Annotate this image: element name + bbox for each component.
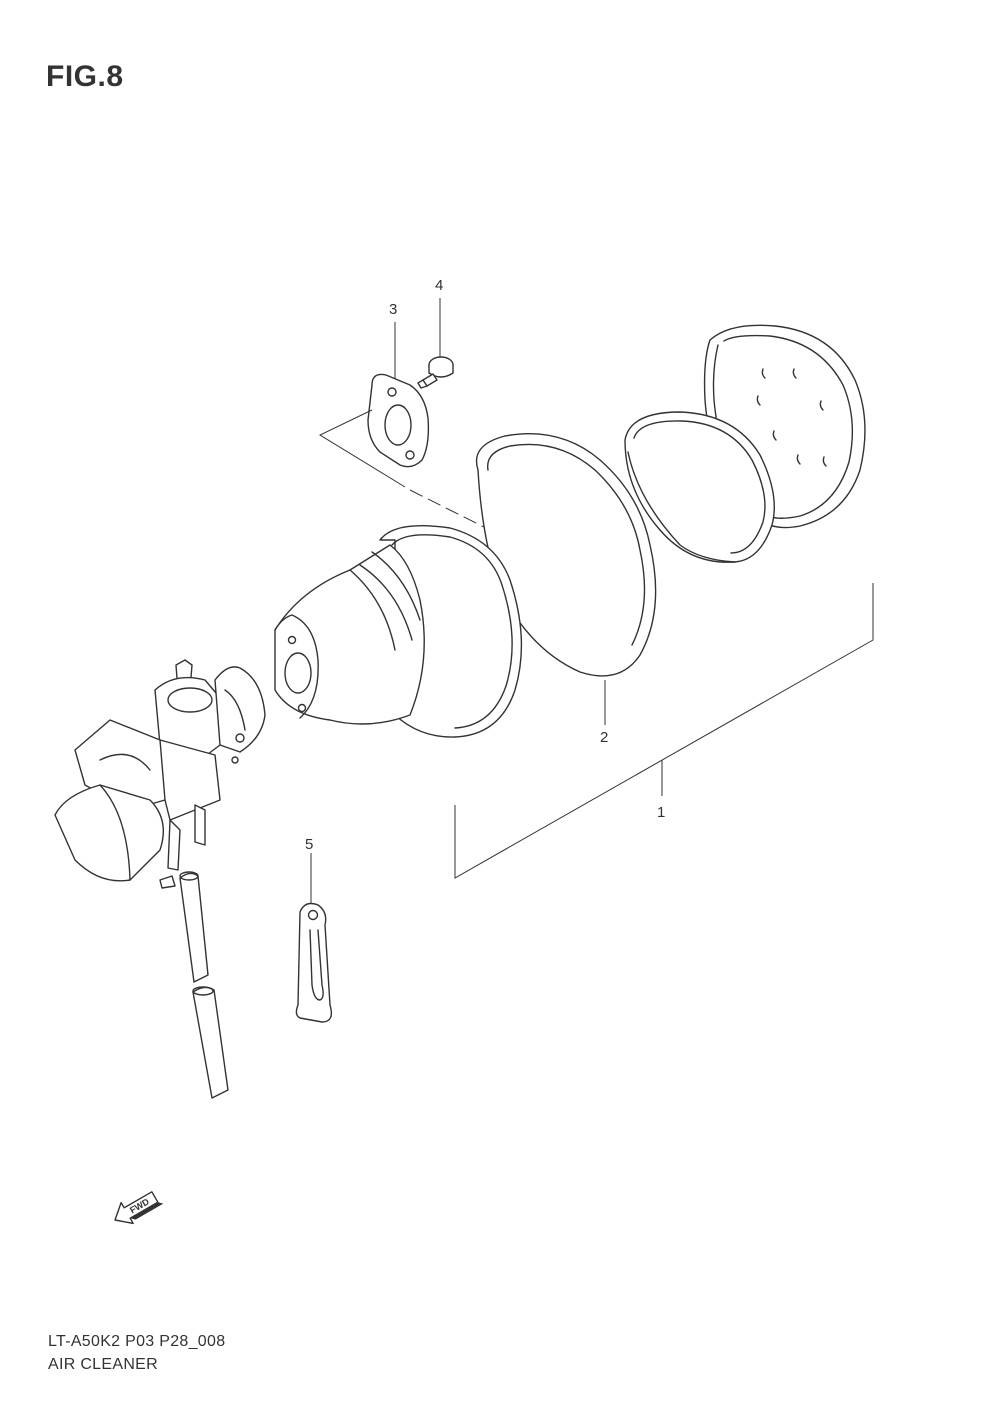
filter-element — [624, 411, 775, 563]
clamp-part-5 — [295, 853, 333, 1023]
callout-2: 2 — [600, 729, 608, 746]
bolt-part-4 — [417, 298, 454, 389]
diagram-code: LT-A50K2 P03 P28_008 — [48, 1333, 226, 1350]
callout-1: 1 — [657, 804, 665, 821]
carburetor — [54, 659, 266, 889]
figure-title: FIG.8 — [46, 60, 124, 93]
air-cleaner-case — [274, 525, 523, 738]
diagram-name: AIR CLEANER — [48, 1356, 158, 1373]
callout-4: 4 — [435, 277, 443, 294]
callout-5: 5 — [305, 836, 313, 853]
callout-3: 3 — [389, 301, 397, 318]
fwd-arrow-icon: FWD — [114, 1191, 164, 1225]
gasket-part-3 — [318, 322, 491, 531]
fuel-hose — [179, 871, 229, 1099]
bracket-part-1 — [454, 583, 874, 879]
